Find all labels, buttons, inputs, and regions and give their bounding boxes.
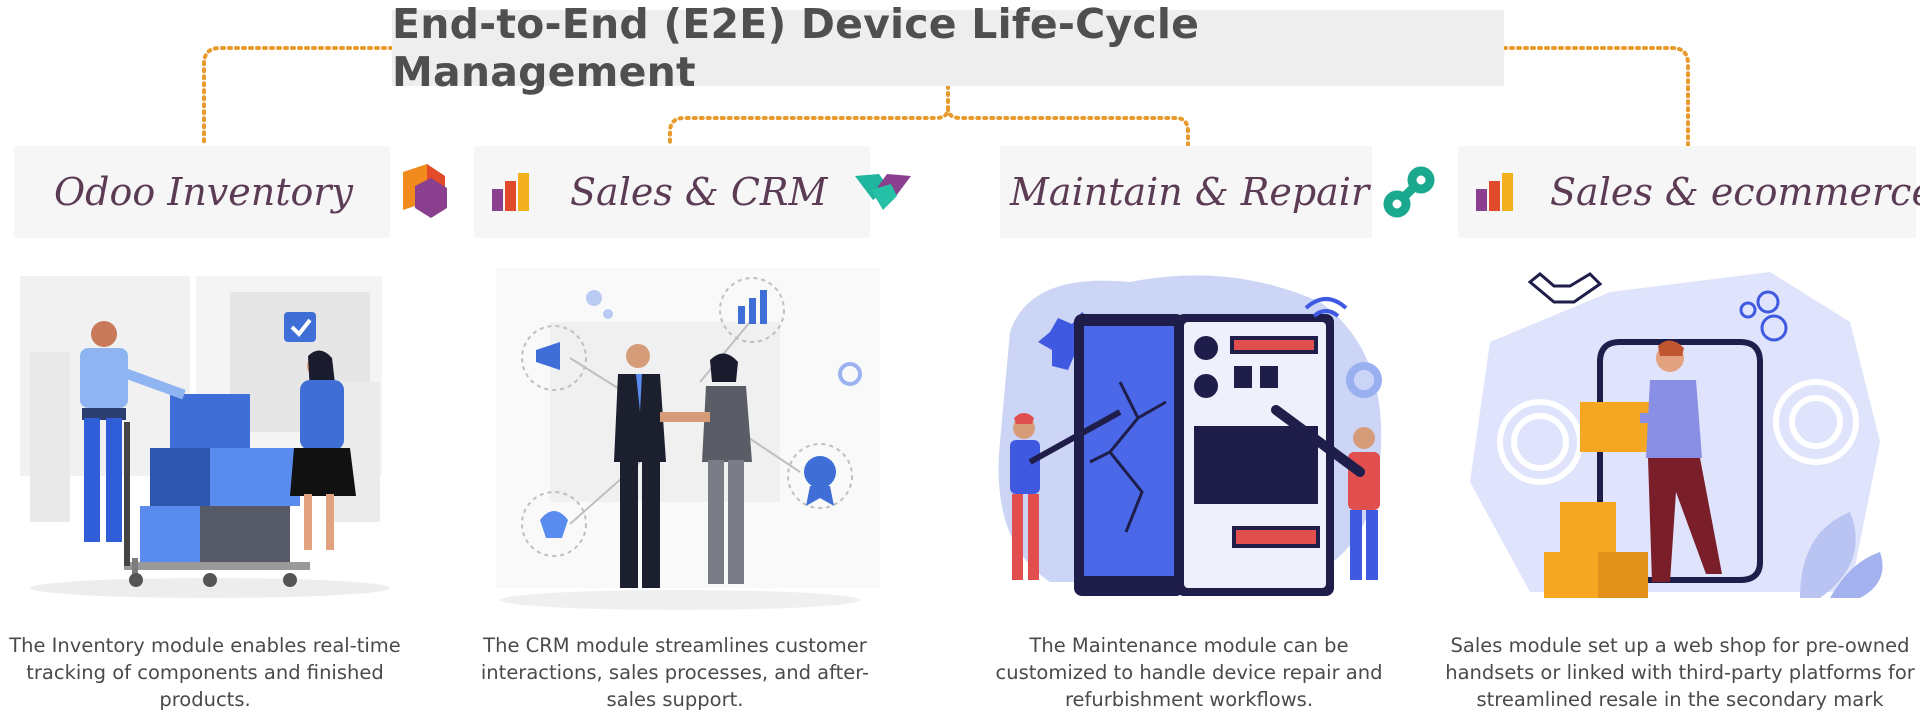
crm-handshake-icon: [855, 174, 912, 210]
bar-chart-icon: [492, 173, 529, 211]
crm-illustration: [496, 268, 880, 610]
module-label-crm: Sales & CRM: [570, 170, 828, 214]
module-header-sales: Sales & ecommerce: [1458, 146, 1920, 238]
module-description-inventory: The Inventory module enables real-time t…: [9, 634, 401, 711]
odoo-inventory-cube-icon: [403, 164, 448, 218]
module-header-inventory: Odoo Inventory: [14, 146, 448, 238]
module-description-maintain: The Maintenance module can be customized…: [995, 634, 1383, 711]
bar-chart-icon: [1476, 173, 1513, 211]
maintenance-link-icon: [1383, 166, 1435, 218]
ecommerce-illustration: [1470, 272, 1883, 598]
module-label-inventory: Odoo Inventory: [54, 170, 354, 214]
repair-illustration: [998, 275, 1382, 596]
inventory-illustration: [20, 276, 390, 598]
module-label-sales: Sales & ecommerce: [1550, 170, 1920, 214]
page-title: End-to-End (E2E) Device Life-Cycle Manag…: [392, 0, 1504, 96]
module-label-maintain: Maintain & Repair: [1010, 170, 1370, 214]
module-header-maintain: Maintain & Repair: [1000, 146, 1435, 238]
module-description-crm: The CRM module streamlines customer inte…: [480, 634, 870, 711]
module-header-crm: Sales & CRM: [474, 146, 912, 238]
module-description-sales: Sales module set up a web shop for pre-o…: [1445, 634, 1915, 711]
